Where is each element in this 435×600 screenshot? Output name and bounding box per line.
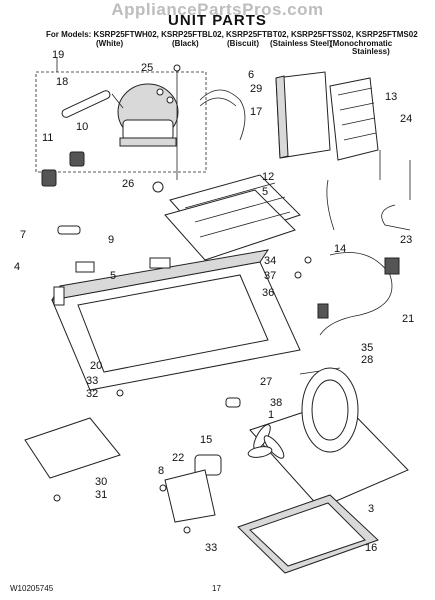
callout-6: 6	[248, 69, 254, 81]
callout-11: 11	[42, 132, 53, 144]
variant-black: (Black)	[172, 39, 199, 48]
condenser-shroud	[275, 71, 331, 159]
callout-19: 19	[52, 49, 64, 61]
callout-9: 9	[108, 234, 114, 246]
callout-33-bottom: 33	[205, 542, 217, 554]
callout-16: 16	[365, 542, 377, 554]
callout-12: 12	[262, 171, 274, 183]
tube-29	[199, 97, 237, 107]
callout-20: 20	[90, 360, 102, 372]
sensor-7	[57, 225, 81, 235]
callout-26: 26	[122, 178, 134, 190]
clip-14	[326, 179, 335, 231]
callout-35: 35	[361, 342, 373, 354]
callout-13: 13	[385, 91, 397, 103]
callout-31: 31	[95, 489, 107, 501]
callout-37: 37	[264, 270, 276, 282]
callout-4: 4	[14, 261, 20, 273]
tube-6	[199, 89, 246, 141]
drier-24	[379, 150, 411, 200]
page-title: UNIT PARTS	[168, 12, 267, 29]
watermark: AppliancePartsPros.com	[111, 0, 324, 19]
callout-22: 22	[172, 452, 184, 464]
callout-3: 3	[368, 503, 374, 515]
callout-5-top: 5	[262, 186, 268, 198]
callout-28: 28	[361, 354, 373, 366]
page-number: 17	[212, 584, 221, 593]
compressor	[117, 83, 179, 147]
variant-stainless: (Stainless Steel)	[270, 39, 332, 48]
callout-38: 38	[270, 397, 282, 409]
grommet-26	[152, 181, 164, 193]
screw-31	[53, 494, 61, 502]
callout-32: 32	[86, 388, 98, 400]
tube-23	[381, 204, 411, 231]
screw-33b	[183, 526, 191, 534]
callout-36: 36	[262, 287, 274, 299]
drain-pan-coils	[164, 174, 301, 261]
callout-17: 17	[250, 106, 262, 118]
insulator-5b	[149, 257, 171, 269]
compressor-group-box	[35, 71, 207, 173]
variant-monochromatic-stainless: Stainless)	[352, 47, 390, 56]
variant-white: (White)	[96, 39, 124, 48]
callout-29: 29	[250, 83, 262, 95]
callout-7: 7	[20, 229, 26, 241]
fan-blade	[247, 424, 285, 459]
callout-27: 27	[260, 376, 272, 388]
callout-5: 5	[110, 270, 116, 282]
fan-shroud-base-pan	[249, 367, 409, 509]
insulator-5a	[75, 261, 95, 273]
doc-number: W10205745	[10, 584, 54, 593]
screw-8	[159, 484, 167, 492]
callout-25: 25	[141, 62, 153, 74]
callout-30: 30	[95, 476, 107, 488]
relay-overload	[61, 90, 124, 118]
screw-37	[294, 271, 302, 279]
base-frame	[51, 249, 301, 391]
callout-8: 8	[158, 465, 164, 477]
callout-14: 14	[334, 243, 346, 255]
motor-bracket	[164, 469, 216, 523]
screw-33a	[116, 389, 124, 397]
wire-harness	[317, 252, 400, 336]
callout-15: 15	[200, 434, 212, 446]
fan-motor	[194, 454, 222, 476]
part-11-relay	[41, 169, 57, 187]
callout-1: 1	[268, 409, 274, 421]
variant-biscuit: (Biscuit)	[227, 39, 259, 48]
variant-monochromatic: (Monochromatic	[330, 39, 393, 48]
cover-panel-30	[24, 417, 121, 479]
callout-24: 24	[400, 113, 412, 125]
bracket-4	[53, 286, 65, 306]
spacer-38	[225, 397, 241, 408]
callout-34: 34	[264, 255, 276, 267]
grommet-25	[173, 64, 181, 72]
callout-18: 18	[56, 76, 68, 88]
callout-10: 10	[76, 121, 88, 133]
part-10-cap	[69, 151, 85, 167]
condenser-coil	[329, 77, 379, 161]
callout-23: 23	[400, 234, 412, 246]
callout-21: 21	[402, 313, 414, 325]
callout-33-top: 33	[86, 375, 98, 387]
models-line: For Models: KSRP25FTWH02, KSRP25FTBL02, …	[46, 30, 418, 39]
screw-34	[304, 256, 312, 264]
